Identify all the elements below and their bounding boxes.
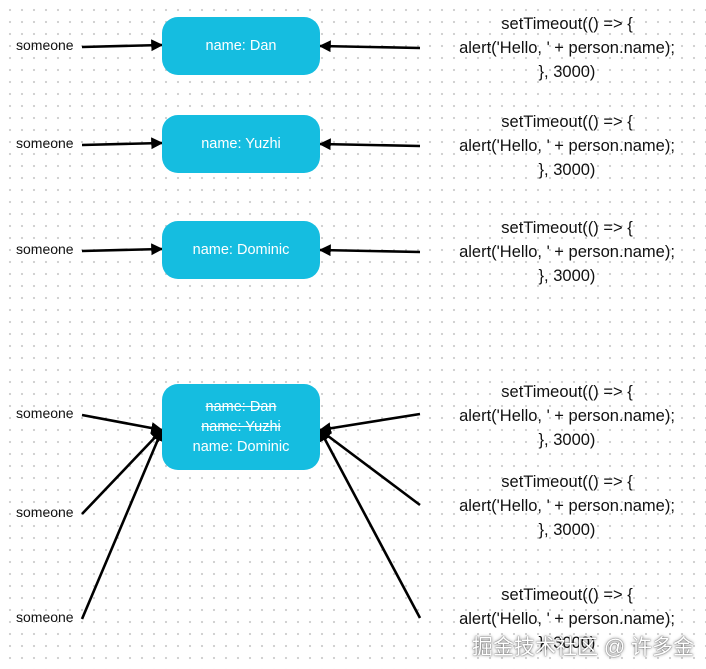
- code-line-1: alert('Hello, ' + person.name);: [459, 610, 675, 628]
- code-line-1: alert('Hello, ' + person.name);: [459, 407, 675, 425]
- code-line-0: setTimeout(() => {: [501, 219, 633, 237]
- settimeout-code-0: setTimeout(() => { alert('Hello, ' + pers…: [417, 12, 706, 84]
- merged-arrow-code-1: [319, 428, 421, 507]
- node-name-0: name: Dan: [205, 38, 277, 54]
- node-name-0: name: Dan: [205, 399, 277, 415]
- merged-arrow-someone-0: [81, 413, 164, 434]
- code-line-1: alert('Hello, ' + person.name);: [459, 243, 675, 261]
- settimeout-code-2: setTimeout(() => { alert('Hello, ' + pers…: [417, 216, 706, 288]
- arrow-someone-to-node-0: [81, 39, 164, 52]
- arrow-code-to-node-2: [318, 244, 421, 257]
- code-line-0: setTimeout(() => {: [501, 473, 633, 491]
- node-name-1: name: Yuzhi: [201, 419, 281, 435]
- node-name-0: name: Yuzhi: [201, 136, 281, 152]
- code-line-1: alert('Hello, ' + person.name);: [459, 497, 675, 515]
- code-line-2: }, 3000): [538, 521, 596, 539]
- merged-arrow-code-0: [318, 412, 421, 435]
- code-line-1: alert('Hello, ' + person.name);: [459, 137, 675, 155]
- code-line-2: }, 3000): [538, 63, 596, 81]
- code-line-0: setTimeout(() => {: [501, 586, 633, 604]
- code-line-0: setTimeout(() => {: [501, 15, 633, 33]
- merged-arrow-someone-1: [81, 429, 163, 515]
- arrow-code-to-node-0: [318, 40, 421, 53]
- merged-settimeout-code-0: setTimeout(() => { alert('Hello, ' + pers…: [417, 380, 706, 452]
- merged-settimeout-code-1: setTimeout(() => { alert('Hello, ' + pers…: [417, 470, 706, 542]
- arrow-someone-to-node-1: [81, 137, 164, 150]
- merged-person-node: name: Dan name: Yuzhi name: Dominic: [162, 384, 320, 470]
- code-line-2: }, 3000): [538, 431, 596, 449]
- code-line-0: setTimeout(() => {: [501, 113, 633, 131]
- code-line-0: setTimeout(() => {: [501, 383, 633, 401]
- person-node-2: name: Dominic: [162, 221, 320, 279]
- merged-arrow-someone-2: [80, 428, 164, 620]
- code-line-2: }, 3000): [538, 634, 596, 652]
- code-line-1: alert('Hello, ' + person.name);: [459, 39, 675, 57]
- merged-settimeout-code-2: setTimeout(() => { alert('Hello, ' + pers…: [417, 583, 706, 655]
- node-name-0: name: Dominic: [192, 242, 290, 258]
- code-line-2: }, 3000): [538, 161, 596, 179]
- label-someone-0: someone: [16, 37, 74, 53]
- arrow-someone-to-node-2: [81, 243, 164, 256]
- merged-arrow-code-2: [318, 428, 422, 619]
- watermark: 掘金技术社区 @ 许多金: [472, 636, 694, 659]
- merged-label-someone-1: someone: [16, 504, 74, 520]
- label-someone-1: someone: [16, 135, 74, 151]
- merged-label-someone-0: someone: [16, 405, 74, 421]
- code-line-2: }, 3000): [538, 267, 596, 285]
- person-node-0: name: Dan: [162, 17, 320, 75]
- settimeout-code-1: setTimeout(() => { alert('Hello, ' + pers…: [417, 110, 706, 182]
- merged-label-someone-2: someone: [16, 609, 74, 625]
- person-node-1: name: Yuzhi: [162, 115, 320, 173]
- label-someone-2: someone: [16, 241, 74, 257]
- node-name-2: name: Dominic: [192, 439, 290, 455]
- arrow-code-to-node-1: [318, 138, 421, 151]
